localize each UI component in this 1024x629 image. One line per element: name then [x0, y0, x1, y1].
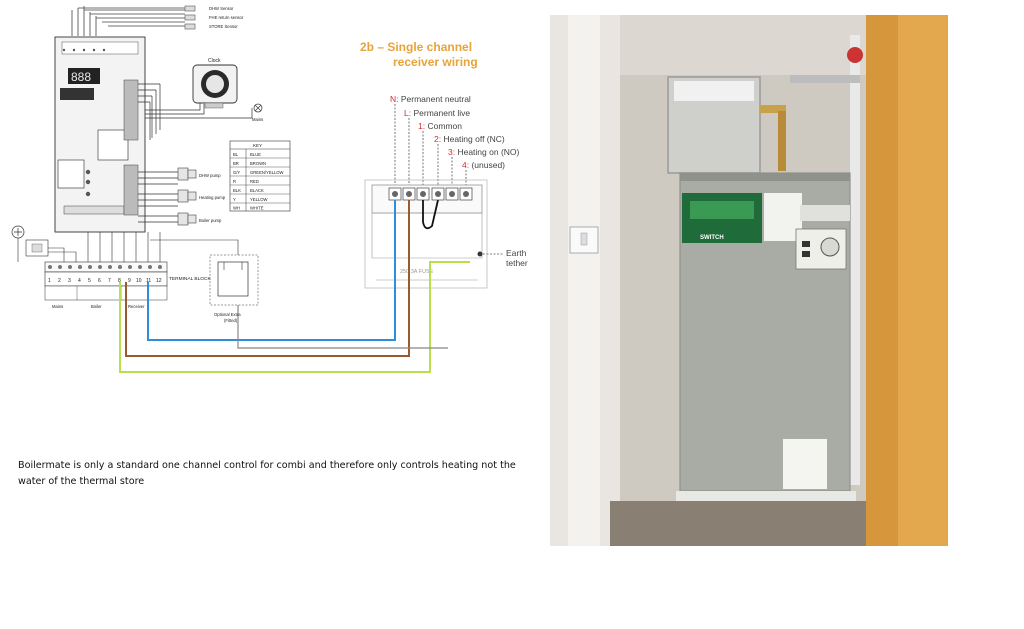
clock-timer: Clock	[192, 58, 238, 109]
wire-black-link	[422, 199, 439, 230]
receiver-terminal-labels: N: Permanent neutral L: Permanent live 1…	[390, 94, 520, 170]
lower-label	[783, 439, 827, 489]
terminal-label-n: N: Permanent neutral	[390, 94, 471, 104]
tb-num: 11	[146, 278, 151, 284]
earth-tether-label-2: tether	[506, 258, 528, 268]
svg-text:1: Common: 1: Common	[418, 121, 462, 131]
key-code: G/Y	[233, 170, 240, 175]
product-logo-text: SWITCH	[700, 235, 724, 241]
pump-label-dhw: DHW pump	[199, 173, 221, 178]
svg-text:N: Permanent neutral: N: Permanent neutral	[390, 94, 471, 104]
sensor-label-dhw: DHW Sensor	[209, 6, 234, 11]
ceiling-wall	[610, 15, 910, 75]
clock-label: Clock	[208, 58, 221, 64]
svg-text:3: Heating on (NO): 3: Heating on (NO)	[448, 147, 520, 157]
svg-text:2: Heating off (NC): 2: Heating off (NC)	[434, 134, 505, 144]
floor	[610, 501, 866, 546]
wire-brown	[125, 200, 410, 357]
optional-label-2: (Fitted)	[224, 318, 238, 323]
wiring-diagram: DHW Sensor FHE return sensor STORE Senso…	[11, 5, 528, 373]
optional-label-1: Optional Extra	[214, 312, 241, 317]
earth-tether-leader	[477, 251, 504, 257]
tb-num: 1	[48, 278, 51, 284]
mains-isolator	[25, 239, 49, 257]
caption-text: Boilermate is only a standard one channe…	[18, 460, 516, 487]
terminal-label-2: 2: Heating off (NC)	[434, 134, 505, 144]
tb-num: 10	[136, 278, 142, 284]
pump-connectors	[177, 167, 197, 226]
mains-label: Mains	[252, 117, 263, 122]
key-name: GREEN/YELLOW	[250, 170, 284, 175]
key-name: WHITE	[250, 206, 264, 211]
tb-num: 3	[68, 278, 71, 284]
sensor-label-fhe: FHE return sensor	[209, 15, 244, 20]
key-code: Y	[233, 197, 236, 202]
tb-num: 7	[108, 278, 111, 284]
terminal-leaders	[394, 104, 467, 186]
key-code: R	[233, 179, 236, 184]
wire-green	[119, 261, 470, 373]
terminal-label-l: L: Permanent live	[404, 108, 470, 118]
optional-relay	[209, 254, 259, 306]
fuse-text: 250 3A FUSE	[400, 269, 434, 275]
tb-num: 6	[98, 278, 101, 284]
terminal-label-1: 1: Common	[418, 121, 462, 131]
terminal-label-4: 4: (unused)	[462, 160, 505, 170]
receiver-wiring-centre: 250 3A FUSE	[364, 179, 488, 289]
board-wiring	[138, 83, 253, 223]
terminal-block-label: TERMINAL BLOCK	[169, 276, 211, 282]
diagram-title-line2: receiver wiring	[393, 55, 478, 69]
key-code: BLK	[233, 188, 241, 193]
terminal-block: 1 2 3 4 5 6 7 8 9 10 11 12 Mains Boiler …	[44, 261, 168, 309]
sensor-label-store: STORE Sensor	[209, 24, 238, 29]
tb-num: 8	[118, 278, 121, 284]
key-name: BLACK	[250, 188, 264, 193]
key-code: WH	[233, 206, 240, 211]
tb-num: 5	[88, 278, 91, 284]
block-label-receiver: Receiver	[128, 304, 145, 309]
earth-symbol	[11, 225, 25, 239]
key-name: BROWN	[250, 161, 266, 166]
pipe-vertical-1	[850, 35, 860, 485]
key-code: BL	[233, 152, 239, 157]
key-name: BLUE	[250, 152, 261, 157]
earth-tether-label-1: Earth	[506, 248, 527, 258]
wire-blue	[147, 200, 396, 341]
svg-text:L: Permanent live: L: Permanent live	[404, 108, 470, 118]
tb-num: 9	[128, 278, 131, 284]
pump-label-heating: Heating pump	[199, 195, 226, 200]
pump-label-boiler: Boiler pump	[199, 218, 222, 223]
display-digits: 888	[71, 70, 91, 84]
sensor-connectors	[184, 5, 196, 30]
wire-grey	[237, 305, 448, 349]
terminal-label-3: 3: Heating on (NO)	[448, 147, 520, 157]
key-header: KEY	[253, 143, 262, 148]
svg-text:4: (unused): 4: (unused)	[462, 160, 505, 170]
mains-indicator	[253, 103, 263, 113]
key-name: YELLOW	[250, 197, 268, 202]
tb-num: 2	[58, 278, 61, 284]
key-name: RED	[250, 179, 259, 184]
key-code: BR	[233, 161, 239, 166]
photo-thermal-store: SWITCH	[550, 15, 948, 546]
block-label-mains: Mains	[52, 304, 63, 309]
tb-num: 12	[156, 278, 162, 284]
colour-key-table: KEY BL BLUE BR BROWN G/Y GREEN/YELLOW R …	[229, 140, 291, 212]
tb-num: 4	[78, 278, 81, 284]
sensor-leads	[71, 6, 185, 36]
block-label-boiler: Boiler	[91, 304, 102, 309]
diagram-title-line1: 2b – Single channel	[360, 40, 472, 54]
tb-wiring	[17, 232, 239, 262]
control-board: 888	[54, 36, 146, 233]
